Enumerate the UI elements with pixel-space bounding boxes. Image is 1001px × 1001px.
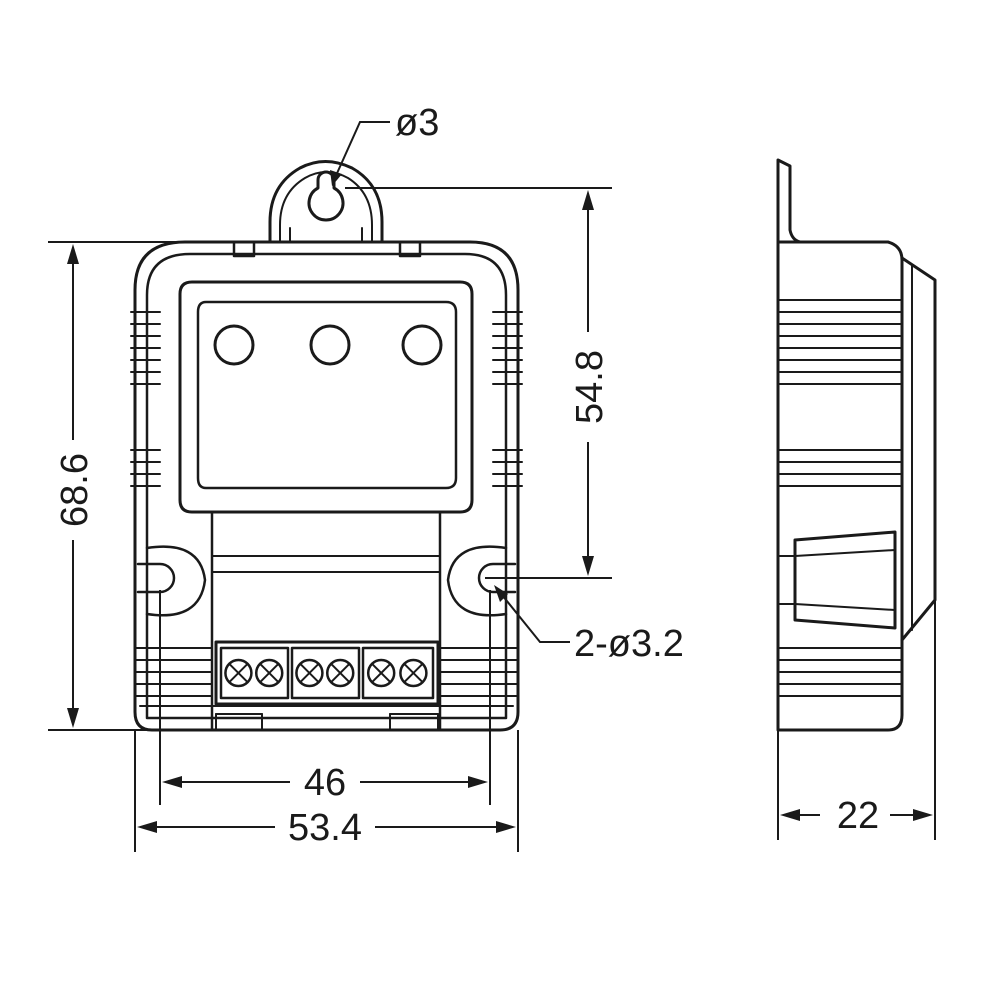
indicator-2 bbox=[309, 324, 351, 366]
bottom-ribs bbox=[134, 647, 519, 697]
side-ribs bbox=[130, 311, 523, 487]
hanging-tab bbox=[268, 160, 384, 244]
mount-slot-left bbox=[145, 545, 207, 617]
dim-mount-holes: 2-ø3.2 bbox=[494, 585, 684, 665]
total-height-label: 68.6 bbox=[54, 453, 96, 527]
indicator-3 bbox=[401, 324, 443, 366]
dim-depth: 22 bbox=[777, 600, 936, 840]
total-width-label: 53.4 bbox=[288, 807, 362, 849]
hole-spacing-height-label: 54.8 bbox=[569, 350, 611, 424]
terminal-screw-icon bbox=[224, 658, 253, 688]
terminal-screw-icon bbox=[295, 658, 324, 688]
side-cover bbox=[900, 256, 937, 642]
side-body bbox=[776, 240, 904, 732]
terminal-screw-icon bbox=[325, 658, 355, 688]
dim-hole-spacing-height: 54.8 bbox=[345, 187, 612, 579]
mount-slot-left-inner bbox=[136, 562, 176, 594]
dim-hole-diameter: ø3 bbox=[330, 102, 439, 186]
terminal-screw-icon bbox=[366, 658, 396, 688]
top-boss-right bbox=[398, 240, 422, 258]
terminal-screw-slot bbox=[260, 663, 279, 683]
terminal-screw-slot bbox=[331, 663, 350, 683]
side-ribs bbox=[777, 299, 903, 697]
label-frame-outer bbox=[178, 280, 474, 514]
dim-total-height: 68.6 bbox=[48, 241, 200, 731]
top-boss-left bbox=[232, 240, 256, 258]
hole-spacing-width-label: 46 bbox=[304, 762, 346, 804]
mount-slot-right bbox=[446, 545, 508, 617]
side-cable-gland bbox=[777, 530, 897, 630]
body-outline bbox=[133, 240, 520, 732]
terminal-screw-slot bbox=[300, 663, 319, 683]
terminal-block bbox=[214, 640, 440, 731]
keyhole bbox=[307, 170, 345, 222]
dim-total-width: 53.4 bbox=[134, 730, 519, 852]
terminal-screw-slot bbox=[372, 663, 391, 683]
wire-channel bbox=[210, 510, 442, 732]
terminal-screws bbox=[224, 658, 428, 688]
terminal-screw-slot bbox=[404, 663, 423, 683]
indicator-1 bbox=[213, 324, 255, 366]
hanging-tab-inner bbox=[279, 171, 373, 243]
mount-holes-label: 2-ø3.2 bbox=[574, 623, 684, 665]
hole-diameter-label: ø3 bbox=[395, 102, 439, 144]
side-tab bbox=[776, 158, 802, 244]
terminal-screw-icon bbox=[399, 658, 428, 688]
terminal-screw-icon bbox=[254, 658, 284, 688]
label-panel bbox=[196, 300, 458, 490]
terminal-screw-slot bbox=[229, 663, 248, 683]
dim-hole-spacing-width: 46 bbox=[159, 590, 491, 805]
depth-label: 22 bbox=[837, 795, 879, 837]
body-inner-outline bbox=[145, 252, 508, 720]
front-view bbox=[130, 160, 523, 732]
side-view bbox=[776, 158, 937, 732]
